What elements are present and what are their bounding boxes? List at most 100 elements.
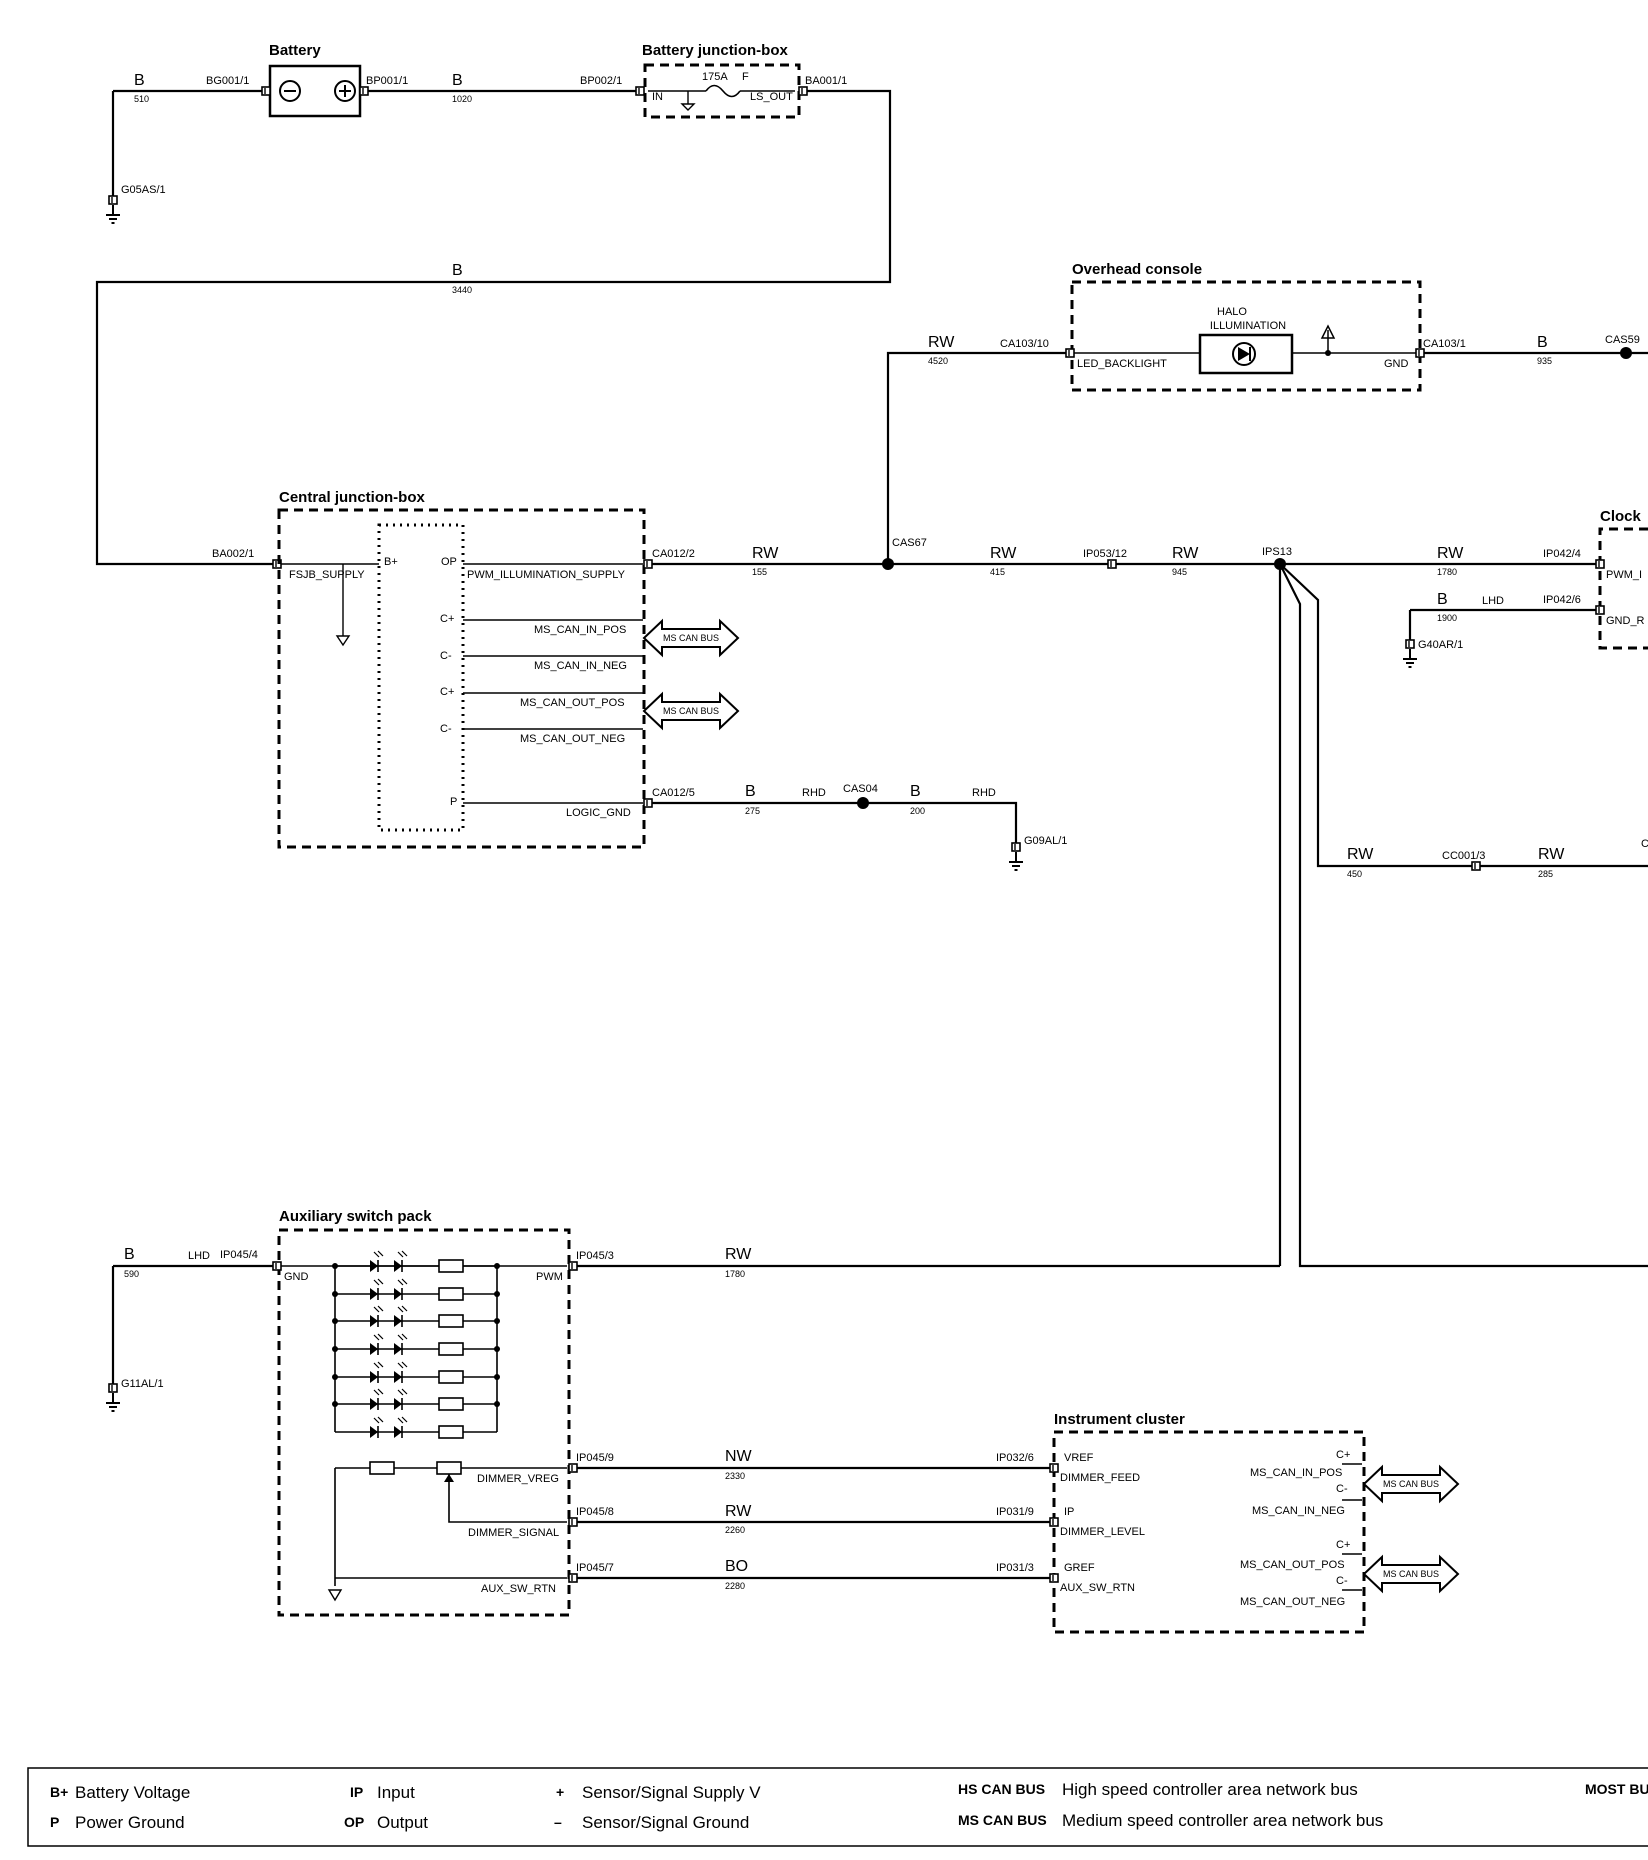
wire-275-num: 275 [745,806,760,816]
wire-200-num: 200 [910,806,925,816]
wire-935-num: 935 [1537,356,1552,366]
ms-can-bus-label-3: MS CAN BUS [1383,1479,1439,1489]
resistor-2-icon [438,1287,464,1301]
connector-ip042-6 [1595,605,1605,615]
cluster-ms-can-in-pos: MS_CAN_IN_POS [1250,1467,1342,1479]
wire-1900-lhd: LHD [1482,595,1504,607]
wire-1780b-num: 1780 [725,1269,745,1279]
connector-g40ar [1405,639,1415,649]
legend: B+ Battery Voltage P Power Ground IP Inp… [50,1780,1648,1832]
cluster-c-plus-1: C+ [1336,1449,1350,1461]
label-g11al: G11AL/1 [121,1378,164,1390]
legend-label-5: Sensor/Signal Supply V [582,1783,761,1802]
wire-450-num: 450 [1347,869,1362,879]
wire-3440 [95,89,892,566]
label-ba001: BA001/1 [805,75,847,87]
ground-g09al-icon [1008,851,1024,871]
cluster-dimmer-feed: DIMMER_FEED [1060,1472,1140,1484]
wire-3440-color: B [452,262,463,279]
splice-cas59 [1620,347,1632,359]
wire-590-num: 590 [124,1269,139,1279]
wire-155-color: RW [752,545,779,562]
connector-ca103-1 [1415,348,1425,358]
connector-g11al [108,1383,118,1393]
connector-ip045-7 [568,1573,578,1583]
resistor-1-icon [438,1259,464,1273]
label-ba002: BA002/1 [212,548,254,560]
aux-gnd: GND [284,1271,309,1283]
cjb-b-plus: B+ [384,556,398,568]
overhead-title: Overhead console [1072,261,1202,278]
connector-ca103-10 [1065,348,1075,358]
halo-led-icon [1232,342,1256,366]
resistor-7-icon [438,1425,464,1439]
label-ip045-4: IP045/4 [220,1249,258,1261]
legend-box [27,1767,1648,1847]
wire-935-color: B [1537,334,1548,351]
cluster-c-plus-2: C+ [1336,1539,1350,1551]
cjb-ms-can-in-neg: MS_CAN_IN_NEG [534,660,627,672]
cjb-pwm-illum: PWM_ILLUMINATION_SUPPLY [467,569,626,581]
connector-ip031-9 [1049,1517,1059,1527]
aux-title: Auxiliary switch pack [279,1208,432,1225]
splice-cas67 [882,558,894,570]
wire-2280-num: 2280 [725,1581,745,1591]
legend-key-1: B+ [50,1784,68,1800]
cluster-title: Instrument cluster [1054,1411,1185,1428]
led-pair-3-icon [369,1305,408,1328]
cjb-c-minus-1: C- [440,650,452,662]
connector-bp001 [359,86,369,96]
led-pair-1-icon [369,1250,408,1273]
label-ip045-8: IP045/8 [576,1506,614,1518]
wire-450-color: RW [1347,846,1374,863]
wire-945-num: 945 [1172,567,1187,577]
led-pair-5-icon [369,1361,408,1384]
cluster-ms-can-out-neg: MS_CAN_OUT_NEG [1240,1596,1345,1608]
fuse-ground-icon [680,91,696,111]
legend-key-6: – [554,1814,562,1830]
label-ip042-4: IP042/4 [1543,548,1581,560]
battery-minus-icon [279,80,301,102]
overhead-halo: HALO [1217,306,1247,318]
cjb-c-plus-1: C+ [440,613,454,625]
wire-1020-num: 1020 [452,94,472,104]
label-bp002: BP002/1 [580,75,622,87]
label-cas04: CAS04 [843,783,878,795]
wire-1780b-color: RW [725,1246,752,1263]
wire-275-200 [652,801,1018,843]
wire-1780a-color: RW [1437,545,1464,562]
wire-2330-color: NW [725,1448,753,1465]
label-cas67: CAS67 [892,537,927,549]
wire-590-lhd: LHD [188,1250,210,1262]
aux-ladder-rungs [332,1263,500,1433]
cjb-can-lines [463,563,643,804]
label-ip045-9: IP045/9 [576,1452,614,1464]
legend-label-2: Power Ground [75,1813,185,1832]
cluster-vref: VREF [1064,1452,1094,1464]
connector-cc001 [1471,861,1481,871]
wire-275-color: B [745,783,756,800]
aux-dimmer-vreg: DIMMER_VREG [477,1473,559,1485]
battery-jb-fuse-rating: 175A [702,71,728,83]
connector-ip045-3 [568,1261,578,1271]
led-pair-6-icon [369,1388,408,1411]
label-ip032-6: IP032/6 [996,1452,1034,1464]
resistor-4-icon [438,1342,464,1356]
label-bg001: BG001/1 [206,75,249,87]
cjb-module-box [377,523,465,832]
battery-jb-title: Battery junction-box [642,42,788,59]
wire-590-color: B [124,1246,135,1263]
label-bp001: BP001/1 [366,75,408,87]
legend-key-5: + [556,1784,564,1800]
wire-155-num: 155 [752,567,767,577]
cjb-logic-gnd: LOGIC_GND [566,807,631,819]
wire-200-color: B [910,783,921,800]
aux-pwm: PWM [536,1271,563,1283]
wire-415-color: RW [990,545,1017,562]
cluster-box [1052,1430,1366,1634]
cluster-dimmer-level: DIMMER_LEVEL [1060,1526,1145,1538]
cluster-c-minus-2: C- [1336,1575,1348,1587]
ms-can-bus-label-2: MS CAN BUS [663,706,719,716]
cluster-can-lines [1342,1463,1362,1591]
